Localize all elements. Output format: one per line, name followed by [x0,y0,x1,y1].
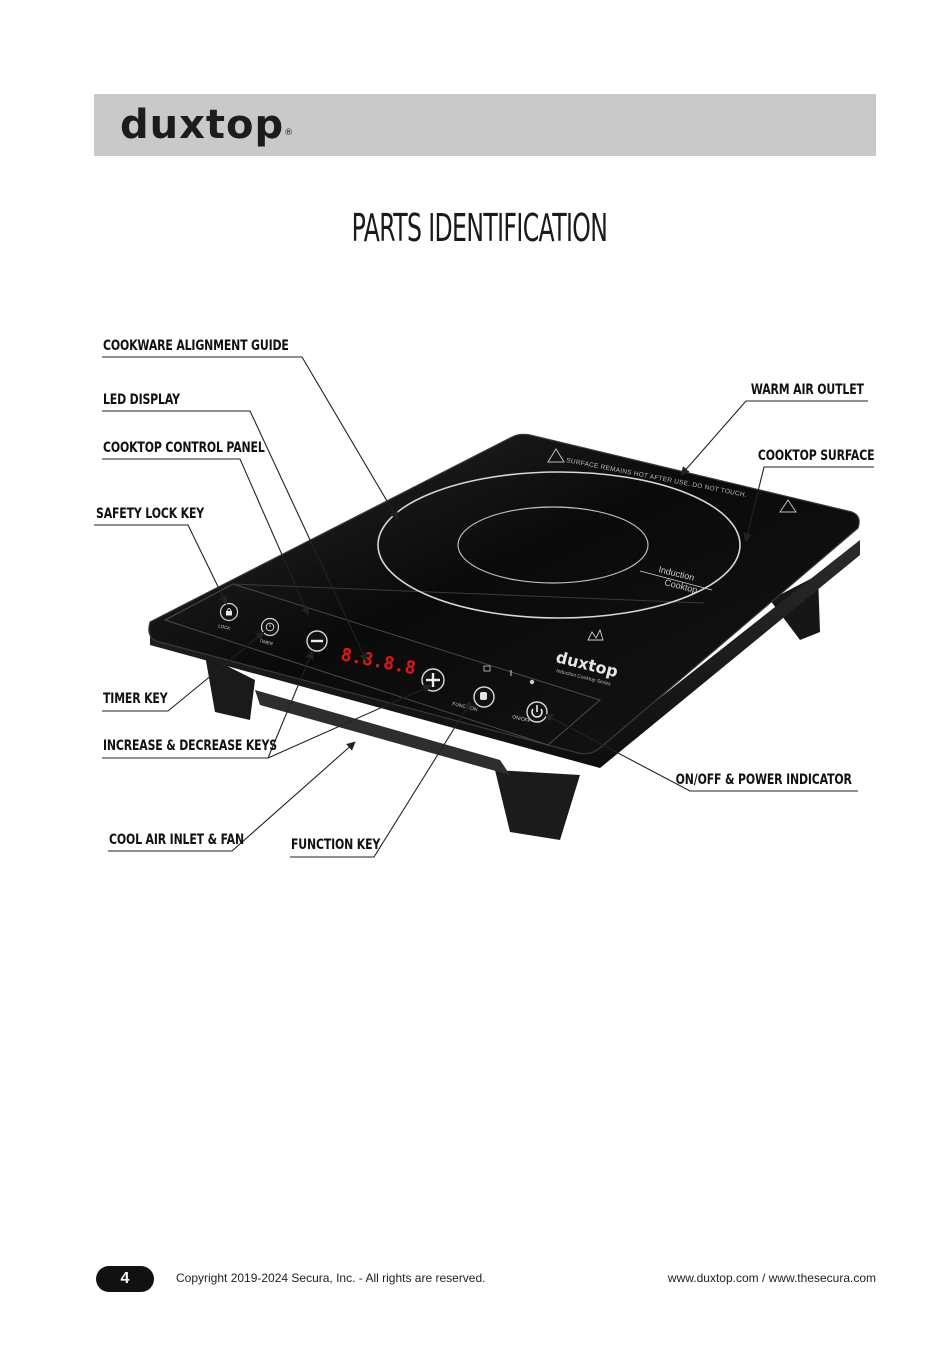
callout-timer-key: TIMER KEY [103,691,167,707]
callout-onoff-power-indicator: ON/OFF & POWER INDICATOR [676,772,852,788]
timer-key[interactable] [262,619,279,636]
callout-cooktop-surface: COOKTOP SURFACE [757,448,874,464]
callout-function-key: FUNCTION KEY [291,837,380,853]
callout-cookware-alignment-guide: COOKWARE ALIGNMENT GUIDE [103,338,289,354]
callout-cooktop-control-panel: COOKTOP CONTROL PANEL [103,440,265,456]
copyright-text: Copyright 2019-2024 Secura, Inc. - All r… [176,1271,486,1285]
cooktop-glass [149,434,859,753]
function-key[interactable] [474,687,494,707]
website-links: www.duxtop.com / www.thesecura.com [668,1271,876,1285]
callout-cool-air-inlet-fan: COOL AIR INLET & FAN [109,832,244,848]
callout-safety-lock-key: SAFETY LOCK KEY [96,506,204,522]
safety-lock-key[interactable] [221,604,238,621]
callout-warm-air-outlet: WARM AIR OUTLET [751,382,864,398]
callout-increase-decrease-keys: INCREASE & DECREASE KEYS [103,738,277,754]
page-number-badge: 4 [96,1266,154,1292]
page-footer: 4 Copyright 2019-2024 Secura, Inc. - All… [0,1264,952,1294]
decrease-key[interactable] [307,631,327,651]
callout-led-display: LED DISPLAY [103,392,180,408]
